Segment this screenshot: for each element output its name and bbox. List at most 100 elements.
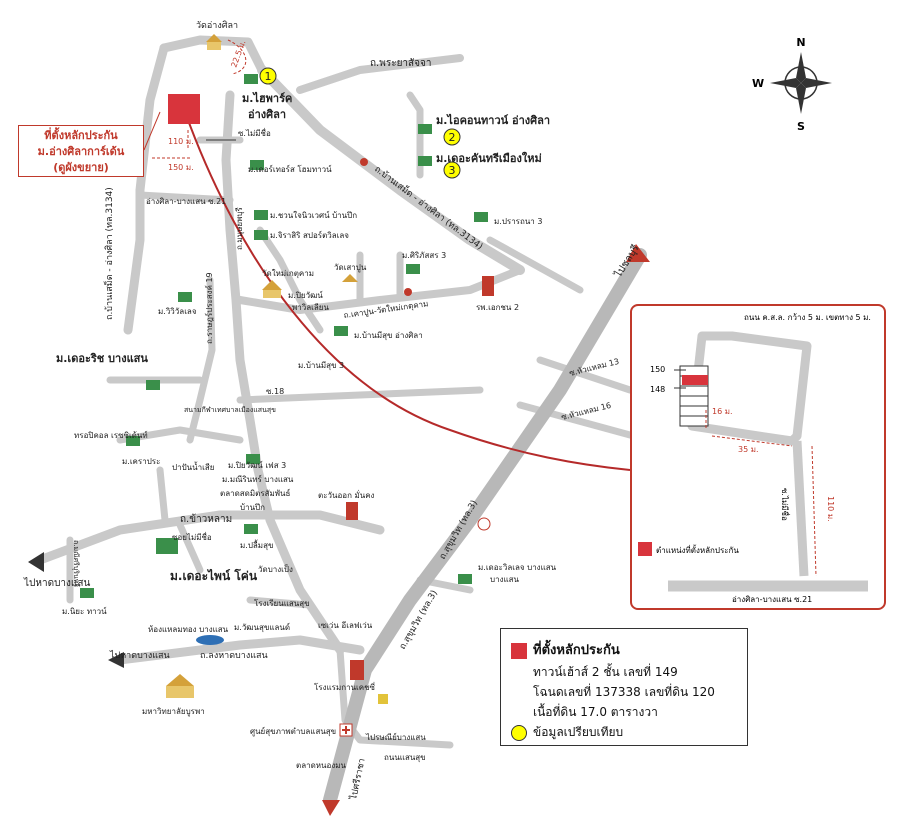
- inset-collateral-icon: [682, 375, 708, 385]
- village-icon: [418, 124, 432, 134]
- label-m-khao: ม.เคราประ: [122, 457, 160, 466]
- inset-dim-35: 35 ม.: [738, 445, 759, 454]
- toyota-icon: [477, 517, 491, 531]
- road-sub4: [486, 236, 584, 294]
- label-m-plamsuk: ม.ปลื้มสุข: [240, 539, 273, 550]
- road-longhad: [115, 635, 365, 665]
- road-soi21: [136, 191, 234, 204]
- village-icon: [126, 436, 140, 446]
- road-sub1: [256, 226, 324, 334]
- map-legend: ที่ตั้งหลักประกัน ทาวน์เฮ้าส์ 2 ชั้น เลข…: [500, 628, 748, 746]
- label-market: ตลาดสดมิตรสัมพันธ์: [220, 488, 291, 498]
- post-icon: [378, 694, 388, 704]
- road-phrayasajja: [296, 54, 464, 94]
- road-khaolam: [35, 510, 385, 565]
- label-m-piyawat3: ม.ปิยวัฒน์ เฟส 3: [228, 460, 286, 470]
- village-icon: [244, 74, 258, 84]
- label-hospital: รพ.เอกชน 2: [476, 303, 519, 312]
- legend-compare-row: ข้อมูลเปรียบเทียบ: [511, 723, 623, 742]
- label-health: ศูนย์สุขภาพตำบลแสนสุข: [250, 726, 336, 737]
- road-h13: [536, 356, 634, 394]
- legend-compare: ข้อมูลเปรียบเทียบ: [533, 725, 624, 739]
- label-rd-saensuk: ถนนแสนสุข: [384, 753, 426, 762]
- label-rd-right: ถ.บ้านเสม็ด - อ่างศิลา (ทล.3134): [372, 162, 486, 252]
- road-icon: [406, 91, 424, 179]
- label-m-sirikan: ม.ศิริภัสสร 3: [402, 251, 446, 260]
- gas-station-icon: [360, 158, 368, 166]
- label-wat-angsila: วัดอ่างศิลา: [196, 20, 238, 31]
- callout-line-2: ม.อ่างศิลาการ์เด้น: [37, 145, 125, 158]
- collateral-callout: ที่ตั้งหลักประกัน ม.อ่างศิลาการ์เด้น (ดู…: [18, 125, 144, 177]
- label-m-icon: ม.ไอคอนทาวน์ อ่างศิลา: [436, 113, 550, 127]
- university-icon: [166, 686, 194, 698]
- label-to-bangsaen2: ไปหาดบางแสน: [109, 650, 170, 661]
- compass-s: S: [797, 120, 805, 132]
- label-m-country: ม.เดอะคันทรีเมืองใหม่: [436, 151, 542, 165]
- compare-marker-1-icon: [259, 67, 277, 85]
- village-icon: [254, 210, 268, 220]
- village-icon: [334, 326, 348, 336]
- village-icon: [244, 524, 258, 534]
- inset-road-top: ถนน ค.ส.ล. กว้าง 5 ม. เขตทาง 5 ม.: [744, 313, 871, 322]
- village-icon: [418, 156, 432, 166]
- compare-marker-3-icon: [443, 161, 461, 179]
- label-tawan: ตะวันออก มั่นคง: [318, 489, 375, 500]
- arrow-to-sriracha-icon: [322, 800, 340, 816]
- label-seven: เซเว่น อีเลฟเว่น: [318, 621, 373, 630]
- village-icon: [156, 538, 178, 554]
- label-rd-maisri: ถ.มณีศรีบุรินทร์: [72, 540, 80, 587]
- dim-curve-top: [227, 39, 247, 75]
- label-m-hipark-2: อ่างศิลา: [248, 108, 286, 121]
- temple-icon: [207, 42, 221, 50]
- label-m-chan: ม.ชวนใจนิวเวศน์ บ้านปึก: [270, 210, 357, 220]
- legend-compare-icon: [511, 724, 527, 741]
- road-network: [35, 35, 634, 749]
- compass-w: W: [752, 77, 764, 90]
- label-soi21: อ่างศิลา-บางแสน ซ.21: [146, 197, 226, 206]
- inset-detail-map: ถนน ค.ส.ล. กว้าง 5 ม. เขตทาง 5 ม. 150 14…: [630, 304, 886, 610]
- arrow-to-chonburi-icon: [626, 244, 650, 262]
- collateral-marker-icon: [168, 94, 200, 124]
- label-m-doi: ม.เดอะวิลเลจ บางแสน: [478, 563, 557, 572]
- label-wat-bangpeng: วัดบางเป็ง: [258, 564, 293, 574]
- inset-lot-148: 148: [650, 385, 665, 394]
- temple-icon: [263, 290, 281, 298]
- label-m-terrace: ม.เดอร์เทอร์ส โฮมทาวน์: [248, 164, 332, 174]
- marker-3-num: 3: [449, 164, 456, 177]
- village-icon: [406, 264, 420, 274]
- village-icons: [80, 74, 488, 598]
- label-univ: มหาวิทยาลัยบูรพา: [142, 707, 205, 717]
- label-pavilion: พาวิลเลียน: [292, 303, 329, 312]
- road-sub8: [176, 521, 204, 574]
- label-soi-noname2: ซอยไม่มีชื่อ: [172, 531, 212, 542]
- label-m-wasukh: ม.วัฒนสุขแลนด์: [234, 622, 290, 632]
- label-m-niya: ม.นิยะ ทาวน์: [62, 606, 107, 616]
- road-raphee: [186, 276, 216, 444]
- village-icon: [458, 574, 472, 584]
- legend-line-1: ทาวน์เฮ้าส์ 2 ชั้น เลขที่ 149: [533, 665, 678, 679]
- route-line-to-inset: [187, 119, 631, 471]
- compass-n: N: [796, 36, 805, 49]
- label-m-prathana: ม.ปรารถนา 3: [494, 217, 542, 226]
- inset-marker-key-icon: [638, 542, 652, 556]
- road-sub7: [156, 466, 169, 524]
- label-soi-h16: ซ.หัวแหลม 16: [560, 401, 612, 422]
- arrow-to-bangsaen-icon: [28, 552, 44, 572]
- legend-line-3: เนื้อที่ดิน 17.0 ตารางวา: [533, 705, 658, 719]
- village-icon: [80, 588, 94, 598]
- marker-2-num: 2: [449, 131, 456, 144]
- label-hotel: โรงแรมกานเคชซี่: [314, 681, 376, 692]
- inset-dim-16: 16 ม.: [712, 407, 733, 416]
- village-icon: [254, 230, 268, 240]
- gas-station-icon: [404, 288, 412, 296]
- label-to-bangsaen: ไปหาดบางแสน: [23, 577, 90, 589]
- label-soi-noname: ซ.ไม่มีชื่อ: [238, 127, 271, 138]
- label-wat-mai: วัดใหม่เกตุคาม: [262, 269, 314, 278]
- village-icon: [250, 160, 264, 170]
- label-rd-lang: ถ.มนุษยพบุรี: [235, 207, 244, 250]
- label-rd-raphee: ถ.ราษฎร์ประสงค์ 19: [204, 272, 214, 344]
- sukhumvit-highway: [323, 248, 647, 807]
- inset-soi-name: ซ.ไม่มีชื่อ: [780, 488, 791, 521]
- label-m-wiwat: ม.วิวิวัลเลจ: [158, 307, 197, 316]
- legend-line-2: โฉนดเลขที่ 137338 เลขที่ดิน 120: [533, 685, 715, 699]
